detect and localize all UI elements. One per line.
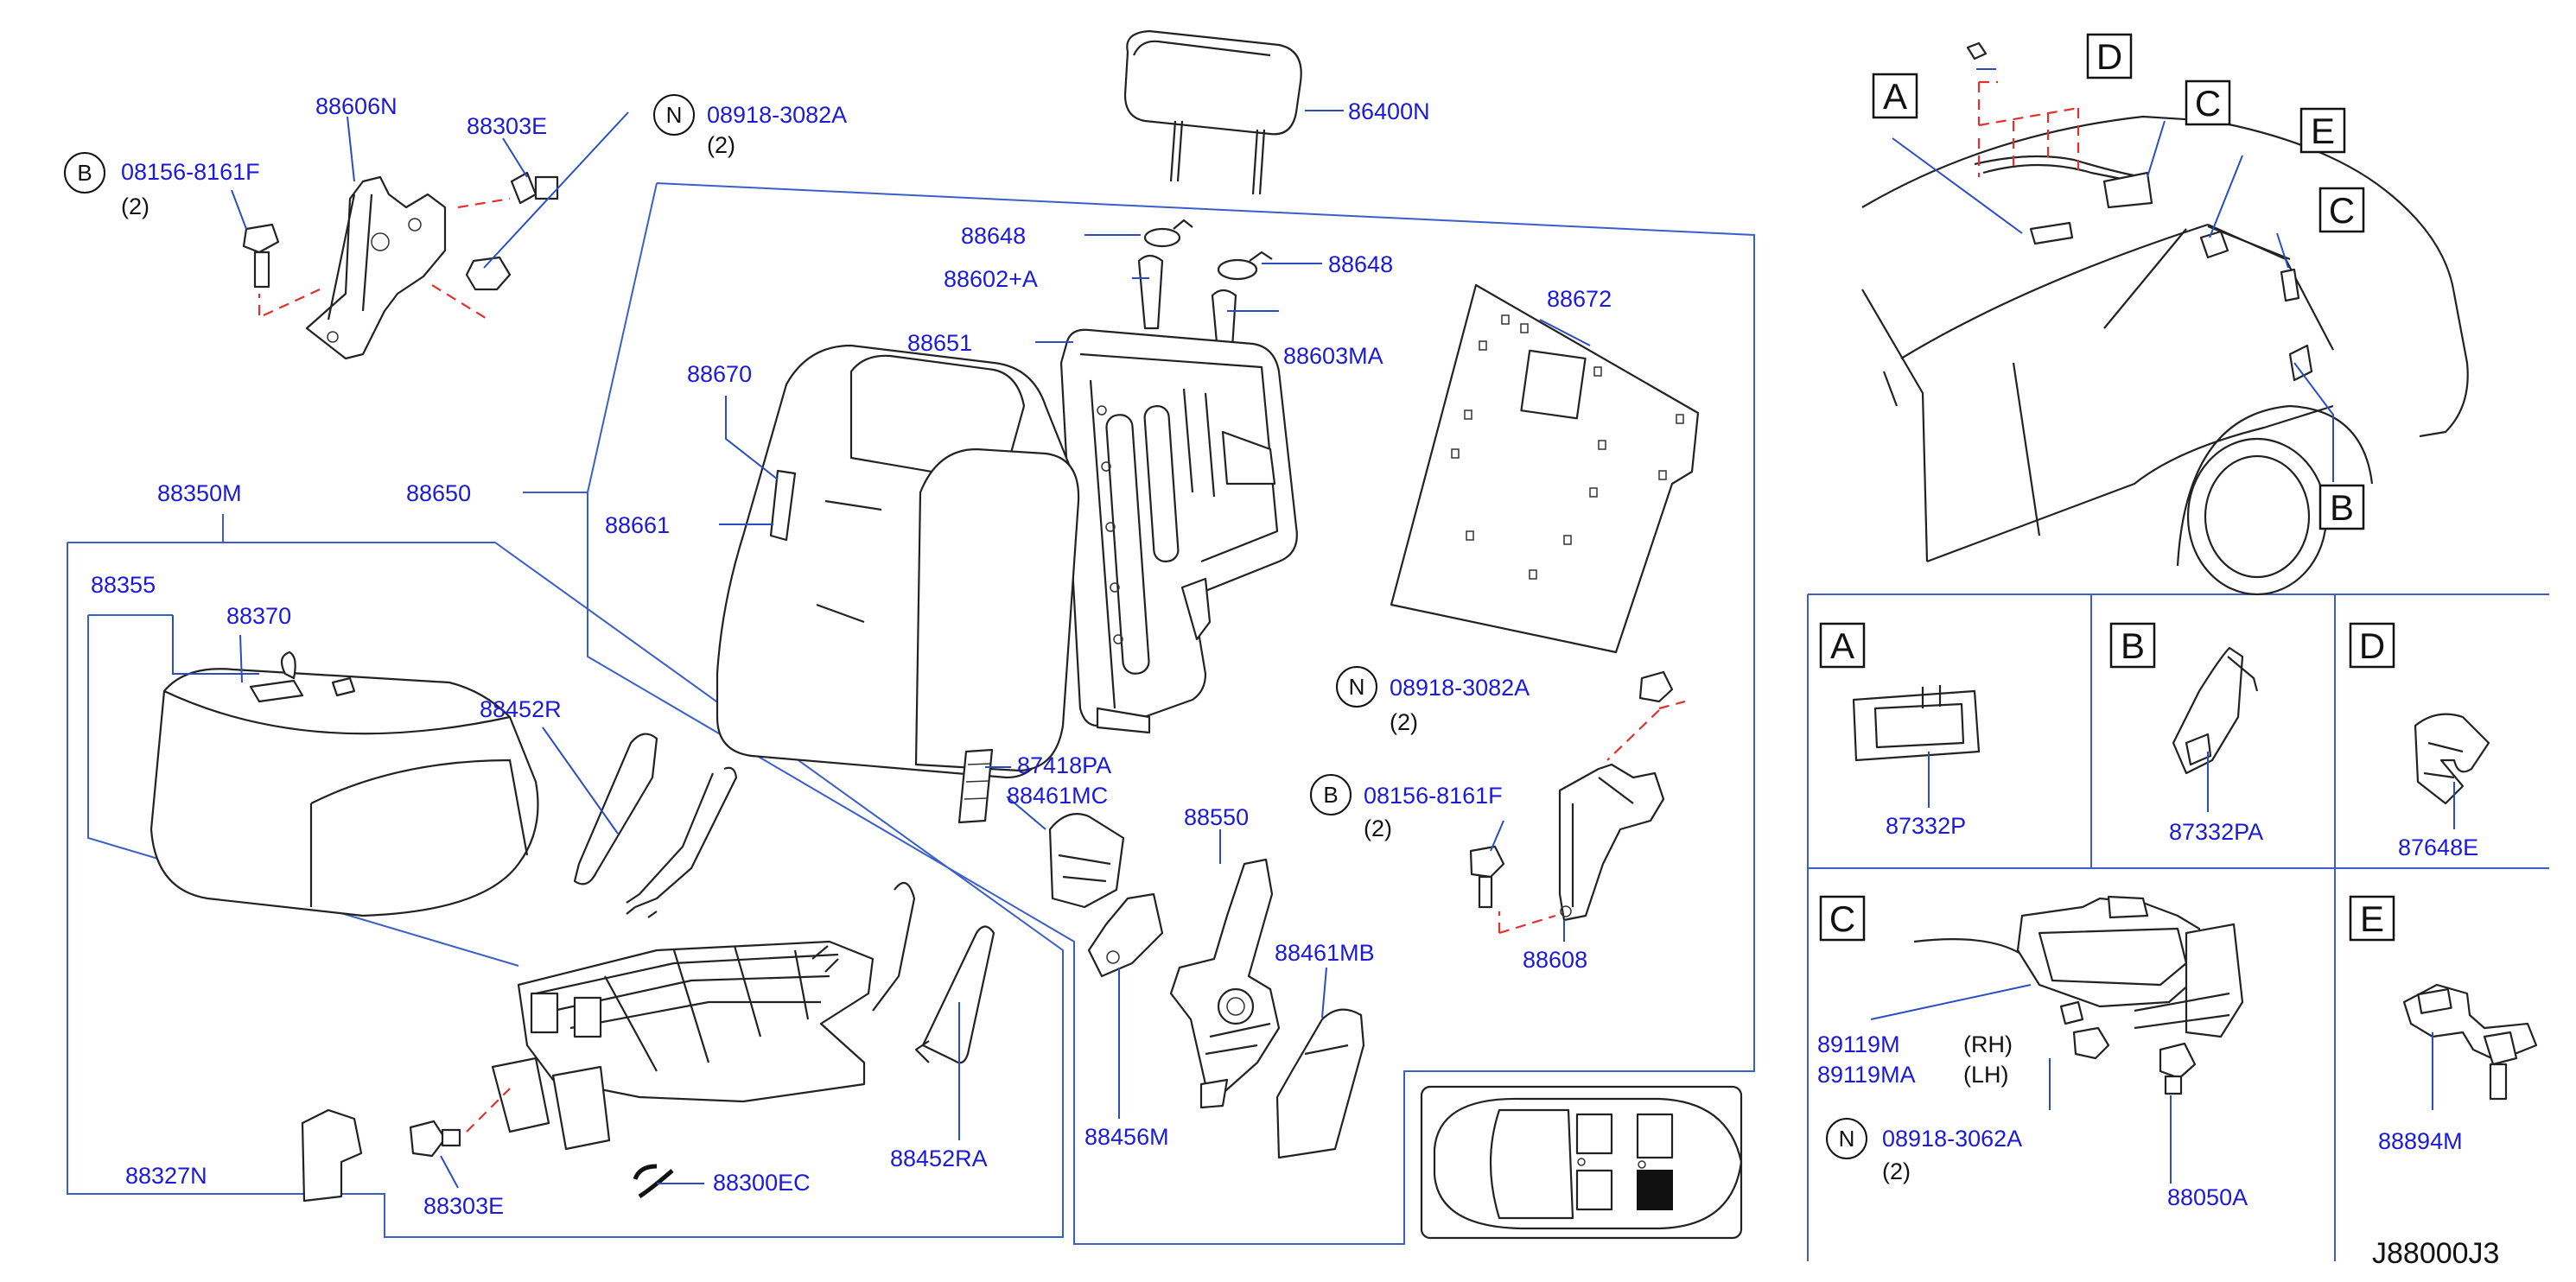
pad-illustrations: [957, 748, 1125, 909]
side-strip-illustrations: [573, 733, 738, 918]
cover-88327n-illustration: [301, 1108, 363, 1203]
seat-cushion-illustration: [149, 651, 539, 917]
label-88550: 88550: [1184, 804, 1249, 830]
label-88452r: 88452R: [480, 696, 562, 722]
label-88461mb: 88461MB: [1275, 940, 1375, 966]
label-88355: 88355: [91, 572, 156, 598]
label-88303e-top: 88303E: [467, 113, 547, 139]
view-box-detail-a: A: [1830, 625, 1854, 666]
label-lh: (LH): [1963, 1062, 2009, 1088]
fastener-n-c-number: 08918-3062A: [1882, 1126, 2022, 1152]
fastener-n-top-qty: (2): [707, 132, 735, 158]
label-88461mc: 88461MC: [1007, 783, 1108, 809]
label-88456m: 88456M: [1084, 1124, 1169, 1150]
leader-lines: [172, 68, 2455, 1189]
detail-a-part-illustration: [1852, 685, 1981, 762]
label-89119ma: 89119MA: [1817, 1062, 1916, 1088]
part-number-labels: 86400N 88648 88648 88602+A 88651 88603MA…: [91, 93, 2478, 1219]
side-bracket-ra-illustration: [914, 925, 995, 1064]
label-87648e: 87648E: [2398, 835, 2478, 860]
hinge-88606n-illustration: [258, 175, 511, 360]
view-box-car-d: D: [2096, 36, 2122, 77]
label-88670: 88670: [687, 361, 752, 387]
fastener-b-mid-prefix: B: [1323, 782, 1338, 808]
diagram-code: J88000J3: [2372, 1237, 2499, 1270]
fastener-callout-n-top: N 08918-3082A (2): [653, 94, 847, 158]
headrest-illustration: [1123, 29, 1302, 195]
view-box-car-e: E: [2311, 111, 2335, 151]
view-letter-boxes: A D C E C B A B D C E: [1819, 33, 2395, 942]
hinge-88608-illustration: [1469, 670, 1686, 935]
detail-b-part-illustration: [2172, 646, 2259, 775]
label-88602a: 88602+A: [944, 266, 1038, 292]
seat-wire-frame-illustration: [491, 881, 916, 1151]
fastener-n-c-qty: (2): [1882, 1158, 1911, 1184]
fastener-callout-b-top: B 08156-8161F (2): [64, 152, 260, 219]
fastener-b-top-prefix: B: [77, 160, 92, 186]
cover-88456m-illustration: [1087, 892, 1164, 978]
fastener-b-top-number: 08156-8161F: [121, 159, 260, 185]
fastener-n-top-number: 08918-3082A: [707, 102, 847, 128]
view-box-car-c2: C: [2329, 190, 2355, 231]
view-box-detail-e: E: [2360, 898, 2384, 939]
label-88651: 88651: [907, 330, 972, 356]
label-87418pa: 87418PA: [1017, 752, 1111, 778]
label-rh: (RH): [1963, 1031, 2013, 1057]
back-board-illustration: [1390, 283, 1700, 654]
fastener-n-c-prefix: N: [1839, 1126, 1855, 1152]
bolt-bottom-illustration: [409, 1088, 511, 1158]
fastener-n-mid-qty: (2): [1390, 709, 1418, 735]
fastener-n-top-prefix: N: [666, 102, 683, 128]
label-88603ma: 88603MA: [1283, 343, 1383, 369]
detail-e-part-illustration: [2402, 983, 2538, 1101]
detail-c-part-illustration: [1913, 895, 2244, 1095]
group-frames: [67, 182, 2549, 1261]
fastener-n-mid-number: 08918-3082A: [1390, 675, 1530, 701]
label-88327n: 88327N: [125, 1163, 207, 1189]
seatback-cushion-illustration: [716, 344, 1080, 779]
clip-88300ec-illustration: [633, 1164, 674, 1199]
label-88894m: 88894M: [2378, 1128, 2463, 1154]
fasteners-top-left-illustration: [242, 171, 559, 291]
label-88672: 88672: [1547, 286, 1612, 312]
view-box-detail-b: B: [2121, 625, 2145, 666]
fastener-callout-n-mid: N 08918-3082A (2): [1336, 666, 1530, 735]
label-88350m: 88350M: [157, 480, 242, 506]
cover-88461mb-illustration: [1275, 1008, 1365, 1159]
fastener-n-mid-prefix: N: [1349, 674, 1365, 700]
label-88050a: 88050A: [2167, 1184, 2248, 1210]
fastener-b-mid-qty: (2): [1364, 816, 1392, 841]
view-box-detail-d: D: [2359, 625, 2385, 666]
label-88648-left: 88648: [961, 223, 1026, 249]
label-88650: 88650: [406, 480, 471, 506]
label-88303e-bottom: 88303E: [423, 1193, 504, 1219]
label-88300ec: 88300EC: [713, 1170, 811, 1196]
label-88452ra: 88452RA: [890, 1146, 988, 1171]
fastener-callout-b-mid: B 08156-8161F (2): [1310, 774, 1503, 841]
label-87332p: 87332P: [1886, 813, 1966, 839]
label-88370: 88370: [226, 603, 291, 629]
recliner-88550-illustration: [1169, 858, 1281, 1109]
view-box-car-a: A: [1883, 76, 1907, 117]
label-88608: 88608: [1523, 947, 1587, 973]
label-88661: 88661: [605, 512, 670, 538]
vehicle-top-view-locator: [1420, 1085, 1743, 1240]
label-88606n: 88606N: [315, 93, 398, 119]
label-87332pa: 87332PA: [2169, 819, 2263, 845]
fastener-callout-n-c: N 08918-3062A (2): [1826, 1118, 2022, 1184]
fastener-b-mid-number: 08156-8161F: [1364, 783, 1503, 809]
vehicle-side-view-illustration: [1861, 41, 2469, 596]
label-88648-right: 88648: [1328, 251, 1393, 277]
view-box-detail-c: C: [1829, 898, 1855, 939]
label-89119m: 89119M: [1817, 1031, 1900, 1057]
view-box-car-c1: C: [2195, 83, 2221, 124]
detail-d-part-illustration: [2414, 713, 2490, 805]
view-box-car-b: B: [2330, 487, 2354, 528]
label-86400n: 86400N: [1348, 98, 1430, 124]
fastener-b-top-qty: (2): [121, 194, 149, 219]
seatback-frame-illustration: [1059, 328, 1298, 734]
